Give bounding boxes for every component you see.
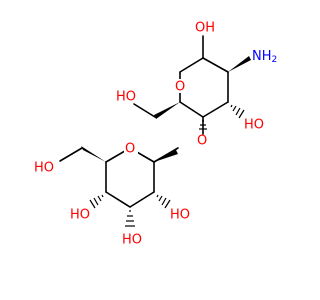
label-oh-c4-lower: HO [70, 208, 90, 223]
label-oh-anomeric: OH [195, 21, 215, 36]
bond-c3-c4-lower [105, 191, 131, 208]
bond-c1-oglyc [153, 147, 179, 163]
label-oh-c2-lower: HO [170, 208, 190, 223]
atom-labels: OH NH2 O HO HO O O HO HO HO HO [34, 21, 277, 248]
label-oh-c6-upper: HO [116, 90, 136, 105]
label-oh-c3-lower: HO [122, 233, 142, 248]
hash-c4-oglyc [199, 120, 207, 130]
bond-c1-c2-upper [202, 57, 229, 73]
bond-c2-c3-lower [129, 191, 155, 208]
molecule-diagram: OH NH2 O HO HO O O HO HO HO HO [34, 21, 277, 248]
label-oh-c6-lower: HO [34, 161, 54, 176]
label-o-glycosidic: O [197, 134, 207, 149]
wedge-c1-lower [154, 150, 178, 162]
bond-ringO-c1-upper [179, 57, 204, 73]
label-ring-o-lower: O [125, 142, 135, 157]
label-oh-c3-upper: HO [244, 118, 264, 133]
bond-c4-c5-upper [179, 101, 204, 118]
bond-c3-c4-upper [202, 101, 229, 118]
wedge-c5-c6-upper [154, 102, 180, 119]
wedge-bonds [81, 56, 251, 162]
wedge-c2-n [228, 56, 251, 72]
hashed-bonds [89, 104, 245, 227]
label-ring-o-upper: O [175, 80, 185, 95]
bond-c6-oh-lower [59, 147, 83, 162]
hash-c2-oh-lower [156, 194, 171, 209]
hash-c3-oh-upper [230, 104, 245, 119]
hash-c4-oh-lower [89, 194, 104, 209]
bond-c6-oh-upper [133, 103, 156, 118]
hash-c3-oh-lower [125, 210, 135, 227]
wedge-c5-c6-lower [81, 146, 106, 162]
label-nh2: NH2 [252, 49, 277, 66]
